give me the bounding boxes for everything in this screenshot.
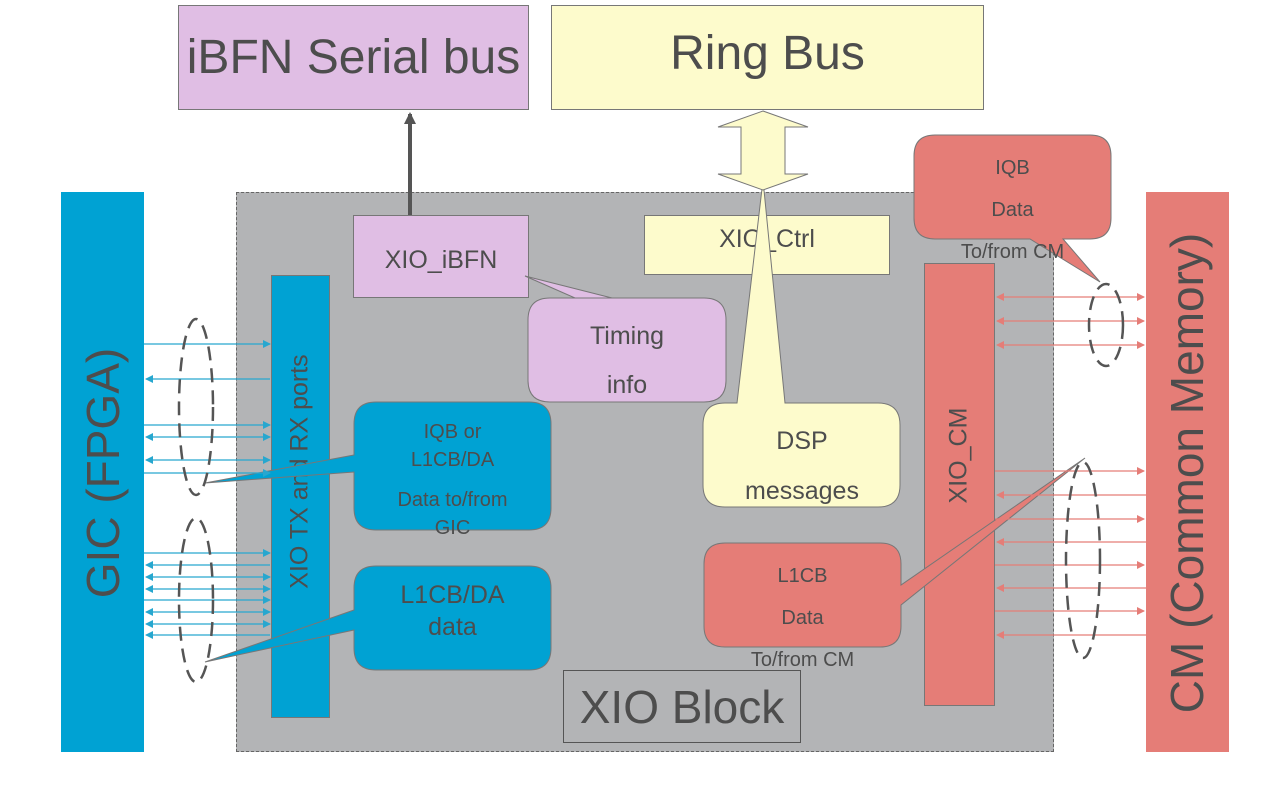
ring-bus-double-arrow	[717, 110, 809, 191]
xio-block-title-box	[563, 670, 801, 743]
l1cb-da-callout	[204, 565, 552, 671]
iqb-gic-line-3: Data to/from	[397, 489, 508, 511]
iqb-gic-callout	[204, 401, 552, 531]
iqb-cm-text: IQB Data To/from CM	[914, 147, 1111, 273]
xio-block-title: XIO Block	[579, 681, 785, 733]
l1cb-da-text: L1CB/DA data	[354, 579, 551, 643]
iqb-cm-line-3: To/from CM	[960, 241, 1065, 263]
cm-common-memory-column	[1146, 192, 1229, 752]
l1cb-cm-callout	[703, 457, 1086, 648]
iqb-cm-line-2: Data	[991, 199, 1034, 221]
l1cb-cm-text: L1CB Data To/from CM	[704, 555, 901, 681]
timing-line-1: Timing	[589, 322, 665, 350]
l1cb-cm-line-2: Data	[781, 607, 824, 629]
cm-lower-ellipse	[1064, 460, 1102, 660]
xio-ibfn-box	[353, 215, 529, 298]
gic-fpga-column	[61, 192, 144, 752]
xio-cm-bar	[924, 263, 995, 706]
gic-upper-ellipse	[177, 317, 215, 497]
iqb-gic-line-4: GIC	[434, 517, 471, 539]
ring-bus-box	[551, 5, 984, 110]
l1cb-cm-line-3: To/from CM	[750, 649, 855, 671]
xio-ibfn-label: XIO_iBFN	[384, 246, 498, 274]
dsp-line-1: DSP	[776, 427, 828, 455]
l1cb-cm-line-1: L1CB	[777, 565, 828, 587]
ibfn-serial-bus-box	[178, 5, 529, 110]
gic-lower-ellipse	[177, 516, 215, 684]
timing-info-callout	[524, 275, 727, 403]
ibfn-serial-bus-label: iBFN Serial bus	[186, 31, 521, 84]
iqb-gic-line-2: L1CB/DA	[410, 449, 495, 471]
dsp-messages-callout	[702, 179, 901, 508]
l1cb-da-line-1: L1CB/DA	[400, 581, 505, 609]
iqb-cm-line-1: IQB	[995, 157, 1030, 179]
gic-arrows	[144, 340, 271, 639]
iqb-gic-text: IQB or L1CB/DA Data to/from GIC	[354, 418, 551, 542]
grouping-ellipses	[177, 282, 1125, 684]
dsp-messages-text: DSP messages	[703, 416, 901, 516]
iqb-cm-callout	[913, 134, 1112, 283]
timing-line-2: info	[606, 371, 648, 399]
cm-arrows	[995, 293, 1146, 639]
iqb-gic-line-1: IQB or	[423, 421, 482, 443]
cm-upper-ellipse	[1087, 282, 1125, 368]
l1cb-da-line-2: data	[428, 613, 477, 641]
ring-bus-label: Ring Bus	[670, 27, 865, 80]
timing-info-text: Timing info	[528, 312, 726, 410]
dsp-line-2: messages	[745, 477, 859, 505]
